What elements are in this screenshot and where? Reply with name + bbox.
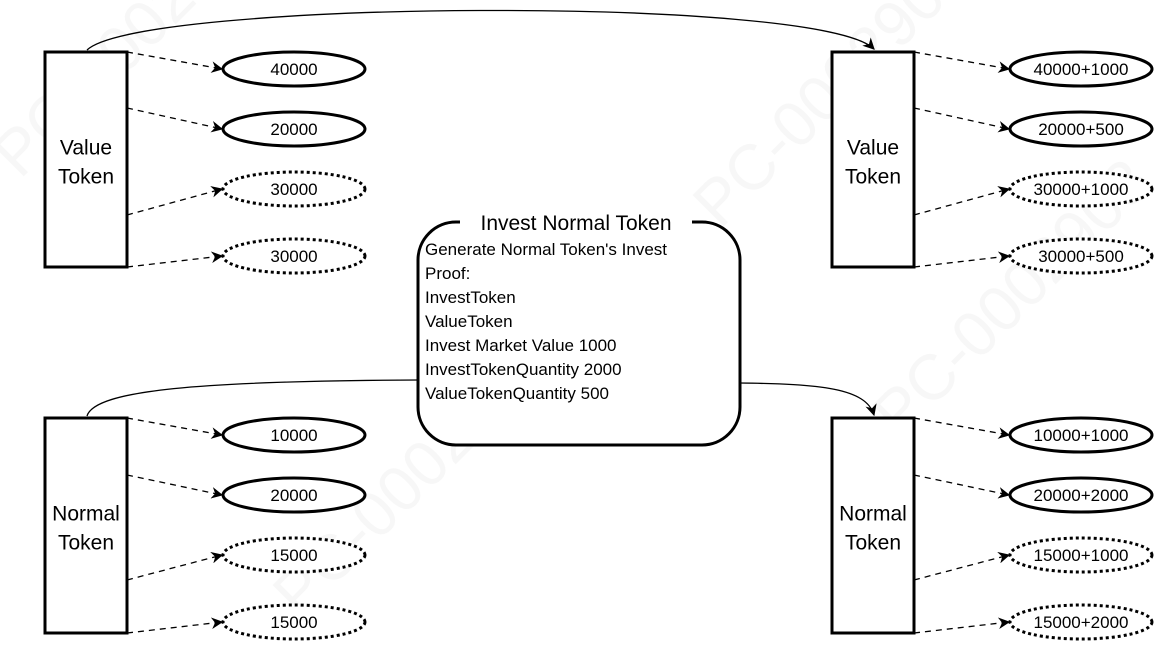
dashed-arrow [126,617,224,634]
token-label-line1: Value [60,137,112,160]
value-label: 40000 [270,60,317,79]
dashed-arrow [126,552,224,581]
value-ellipse-dotted [221,536,367,574]
watermark-text: PC-0002903 [0,0,284,190]
value-ellipse-dotted [221,237,367,275]
dashed-arrow [913,107,1011,133]
value-label: 15000+1000 [1033,546,1128,565]
value-ellipse-dotted [1008,170,1154,208]
normal-token-flow-connector-out [739,382,877,417]
value-label: 30000+500 [1038,247,1124,266]
invest-box-title: Invest Normal Token [480,212,671,235]
left-value-token-group: ValueToken 40000 20000 30000 30000 [43,50,367,275]
dashed-arrow [913,51,1011,73]
value-ellipse-dotted [1008,237,1154,275]
value-label: 30000+1000 [1033,180,1128,199]
dashed-arrow [126,107,224,133]
dashed-arrow [913,186,1011,216]
value-label: 20000+2000 [1033,486,1128,505]
dashed-arrow [126,474,224,499]
token-label-line2: Token [845,532,901,555]
token-label-line2: Token [58,532,114,555]
value-ellipse-solid [1008,476,1154,514]
value-ellipse-solid [1008,50,1154,88]
dashed-arrow [913,474,1011,499]
invest-box-line: Generate Normal Token's Invest [425,240,667,259]
value-ellipse-solid [221,110,367,148]
value-ellipse-dotted [1008,536,1154,574]
token-rectangle [830,50,916,269]
value-label: 20000+500 [1038,120,1124,139]
token-label-line2: Token [845,166,901,189]
dashed-arrow [913,417,1011,439]
value-label: 30000 [270,247,317,266]
token-label-line1: Value [847,137,899,160]
token-rectangle [43,50,129,269]
invest-normal-token-box: Invest Normal Token Generate Normal Toke… [416,212,742,447]
value-label: 40000+1000 [1033,60,1128,79]
token-rectangle [43,416,129,635]
dashed-arrow [126,417,224,439]
value-label: 30000 [270,180,317,199]
invest-box-line: InvestTokenQuantity 2000 [425,360,622,379]
value-label: 20000 [270,120,317,139]
value-label: 15000 [270,613,317,632]
dashed-arrow [913,617,1011,634]
invest-box-line: ValueToken [425,312,513,331]
dashed-arrow [126,251,224,268]
value-label: 20000 [270,486,317,505]
right-value-token-group: ValueToken 40000+1000 20000+500 30000+1000 3… [830,50,1154,275]
value-label: 10000 [270,426,317,445]
token-label-line1: Normal [839,503,907,526]
value-token-flow-connector [86,9,875,51]
value-ellipse-solid [1008,110,1154,148]
dashed-arrow [913,251,1011,268]
invest-box-title-gap [460,215,692,229]
value-ellipse-dotted [221,170,367,208]
dashed-arrow [913,552,1011,581]
value-label: 15000+2000 [1033,613,1128,632]
value-ellipse-solid [221,476,367,514]
invest-box-line: Proof: [425,264,470,283]
invest-box-line: Invest Market Value 1000 [425,336,617,355]
token-rectangle [830,416,916,635]
value-ellipse-solid [221,50,367,88]
invest-box-line: InvestToken [425,288,516,307]
value-label: 15000 [270,546,317,565]
normal-token-flow-connector-in [86,379,419,417]
value-ellipse-solid [221,416,367,454]
token-label-line1: Normal [52,503,120,526]
value-ellipse-solid [1008,416,1154,454]
token-label-line2: Token [58,166,114,189]
invest-box-line: ValueTokenQuantity 500 [425,384,609,403]
dashed-arrow [126,186,224,216]
dashed-arrow [126,51,224,73]
value-ellipse-dotted [221,603,367,641]
value-label: 10000+1000 [1033,426,1128,445]
value-ellipse-dotted [1008,603,1154,641]
